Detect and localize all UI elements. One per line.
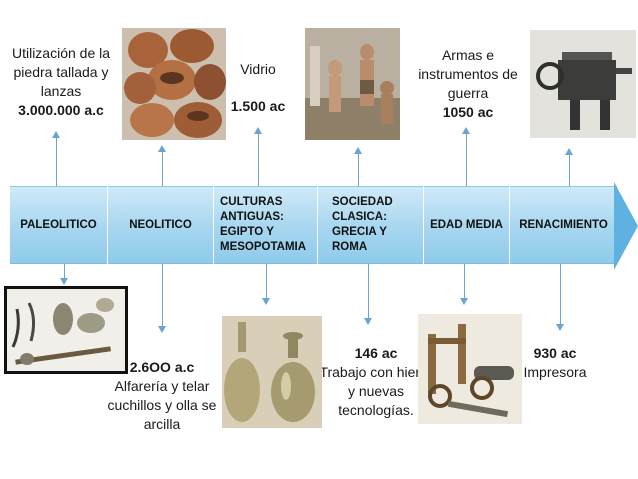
event-date: 930 ac	[533, 345, 577, 361]
segment-edad-media: EDAD MEDIA	[424, 186, 510, 264]
event-text: Armas e instrumentos de guerra	[418, 47, 518, 101]
event-date: 2.6OO a.c	[129, 359, 195, 375]
connector-line	[162, 264, 163, 326]
event-renacimiento: 930 ac Impresora	[512, 344, 598, 382]
connector-line	[466, 132, 467, 186]
connector-arrowhead	[60, 278, 68, 285]
event-text: Impresora	[523, 364, 587, 380]
siege-weapons-image	[418, 314, 522, 424]
connector-arrowhead	[158, 145, 166, 152]
event-date: 146 ac	[354, 345, 398, 361]
segment-paleolitico: PALEOLITICO	[10, 186, 108, 264]
segment-renacimiento: RENACIMIENTO	[510, 186, 617, 264]
connector-arrowhead	[254, 127, 262, 134]
classical-scene-image	[305, 28, 400, 140]
glass-vessels-image	[222, 316, 322, 428]
event-paleolitico: Utilización de la piedra tallada y lanza…	[2, 44, 120, 120]
event-culturas: Vidrio 1.500 ac	[218, 60, 298, 116]
connector-arrowhead	[52, 131, 60, 138]
event-text: Trabajo con hierro y nuevas tecnologías.	[319, 364, 433, 418]
connector-arrowhead	[565, 148, 573, 155]
segment-label: PALEOLITICO	[20, 218, 97, 231]
connector-line	[266, 264, 267, 298]
segment-label: SOCIEDAD CLASICA: GRECIA Y ROMA	[332, 196, 393, 253]
event-date: 3.000.000 a.c	[18, 102, 104, 118]
connector-arrowhead	[262, 298, 270, 305]
printing-press-image	[530, 30, 636, 138]
connector-arrowhead	[158, 326, 166, 333]
event-date: 1.500 ac	[230, 98, 286, 114]
segment-label: EDAD MEDIA	[430, 218, 503, 231]
connector-arrowhead	[364, 318, 372, 325]
connector-line	[358, 152, 359, 186]
stone-tools-image	[4, 286, 128, 374]
event-text: Utilización de la piedra tallada y lanza…	[11, 45, 111, 99]
segment-neolitico: NEOLITICO	[108, 186, 214, 264]
connector-line	[64, 264, 65, 278]
event-text: Alfarería y telar cuchillos y olla se ar…	[107, 378, 217, 432]
event-date: 1050 ac	[442, 104, 494, 120]
connector-line	[162, 150, 163, 186]
connector-arrowhead	[354, 147, 362, 154]
connector-line	[258, 132, 259, 186]
connector-line	[569, 153, 570, 186]
event-text: Vidrio	[240, 61, 276, 77]
event-edad-media: Armas e instrumentos de guerra 1050 ac	[408, 46, 528, 122]
connector-line	[464, 264, 465, 298]
connector-arrowhead	[460, 298, 468, 305]
timeline-band	[10, 186, 617, 264]
segment-sociedad-clasica: SOCIEDAD CLASICA: GRECIA Y ROMA	[318, 186, 424, 264]
connector-line	[560, 264, 561, 324]
timeline-arrowhead	[614, 182, 638, 270]
connector-line	[368, 264, 369, 318]
pottery-image	[122, 28, 226, 140]
segment-culturas-antiguas: CULTURAS ANTIGUAS: EGIPTO Y MESOPOTAMIA	[214, 186, 318, 264]
event-clasica: 146 ac Trabajo con hierro y nuevas tecno…	[316, 344, 436, 420]
segment-label: NEOLITICO	[129, 218, 192, 231]
segment-label: CULTURAS ANTIGUAS: EGIPTO Y MESOPOTAMIA	[220, 196, 307, 253]
event-neolitico: 2.6OO a.c Alfarería y telar cuchillos y …	[102, 358, 222, 434]
segment-label: RENACIMIENTO	[519, 218, 608, 231]
connector-arrowhead	[462, 127, 470, 134]
connector-arrowhead	[556, 324, 564, 331]
connector-line	[56, 136, 57, 186]
